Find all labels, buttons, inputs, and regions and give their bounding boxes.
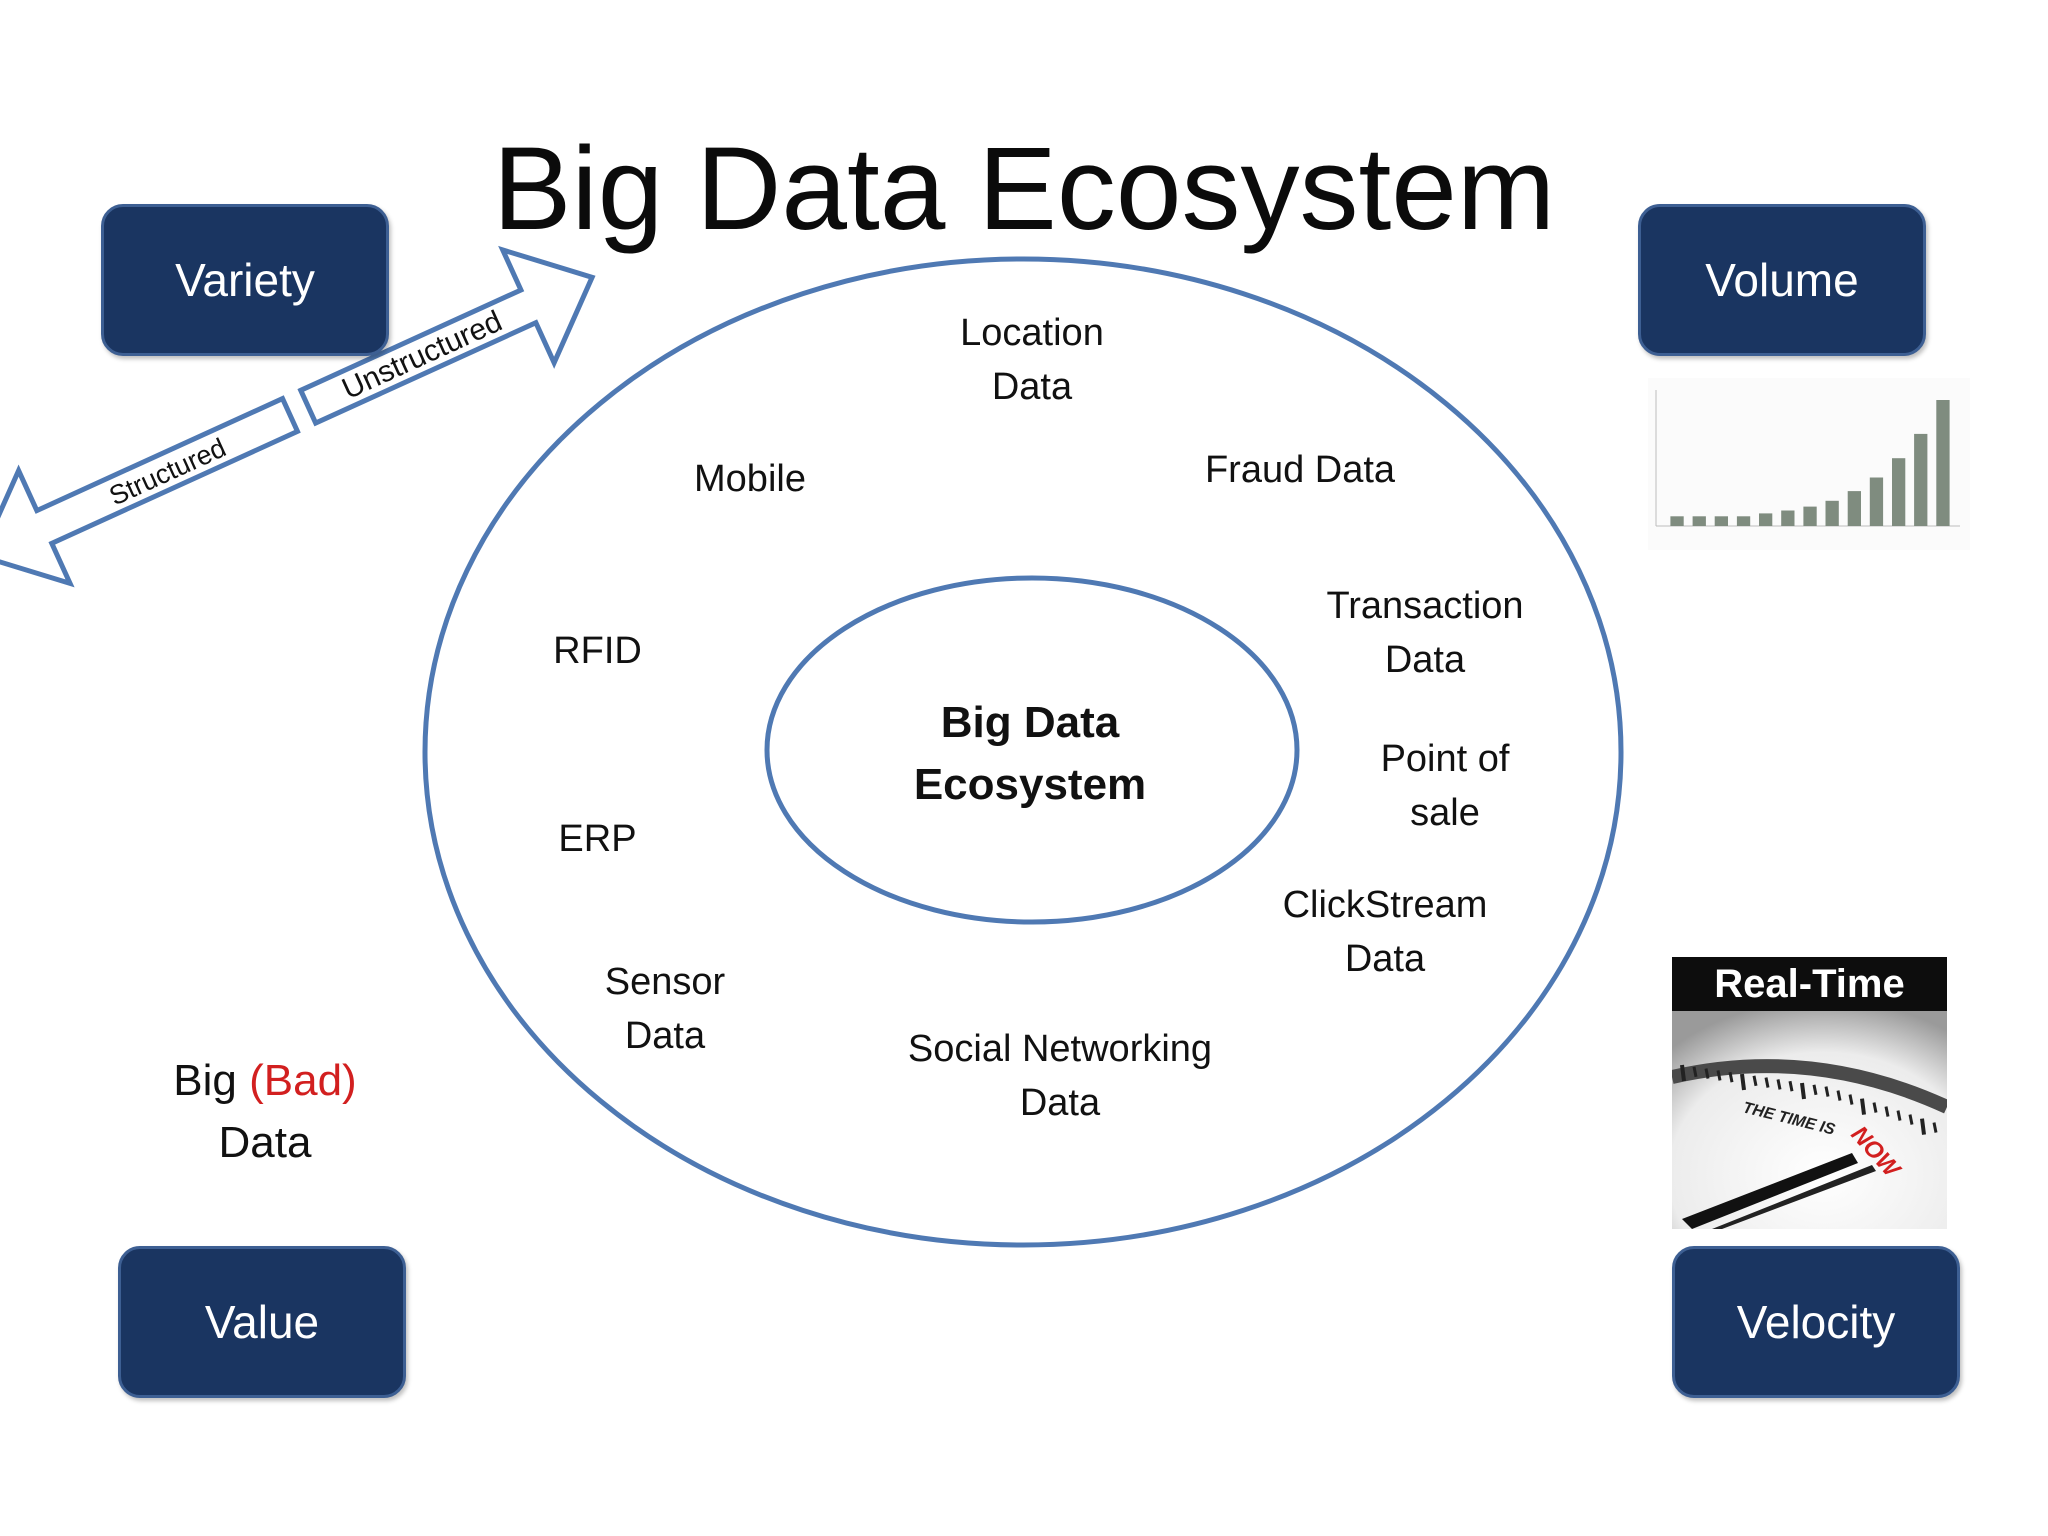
velocity-label: Velocity [1736,1296,1896,1348]
clock-tick [1728,1071,1734,1083]
source-clickstream-line-2: Data [1344,938,1426,980]
arrow-right-half [297,245,596,427]
source-erp: ERP [558,818,637,860]
big-bad-data-note: Big (Bad) Data [140,1050,390,1174]
clock-tick [1788,1080,1794,1092]
volume-bar [1692,516,1706,526]
big-bad-line-2: Data [218,1118,312,1167]
source-sensor-line-1: Sensor [604,961,726,1003]
clock-tick [1848,1094,1854,1105]
volume-bar [1781,510,1795,526]
source-transaction-data: Transaction Data [1300,579,1550,687]
volume-bar [1914,433,1928,526]
clock-tick [1896,1110,1902,1121]
volume-bar [1847,491,1861,526]
value-label: Value [204,1296,320,1348]
clock-tick [1908,1114,1914,1125]
volume-bar [1936,400,1950,526]
clock-hand-hour [1682,1153,1858,1229]
clock-tick [1884,1106,1890,1117]
source-social-line-2: Data [1019,1082,1101,1124]
source-mobile: Mobile [694,458,806,500]
big-bad-line-1: Big (Bad) [140,1050,390,1112]
source-pos-line-2: sale [1410,792,1480,834]
source-location-data: Location Data [932,306,1132,414]
clock-ticks [1680,1064,1938,1135]
clock-tick [1752,1075,1758,1087]
source-point-of-sale: Point of sale [1345,732,1545,840]
clock-tick [1872,1102,1878,1113]
value-box: Value [118,1246,406,1398]
source-location-line-1: Location [960,312,1104,354]
arrow-left-half [0,395,301,588]
source-location-line-2: Data [991,366,1073,408]
real-time-heading: Real-Time [1672,957,1947,1011]
velocity-box: Velocity [1672,1246,1960,1398]
source-transaction-line-2: Data [1384,639,1466,681]
volume-chart-thumbnail [1648,378,1970,550]
clock-tick [1764,1077,1770,1088]
clock-tick [1680,1064,1686,1082]
outer-ring [422,256,1624,1248]
source-sensor-data: Sensor Data [565,955,765,1063]
source-social-line-1: Social Networking [907,1028,1213,1070]
clock-tick [1692,1066,1698,1078]
clock-tick [1740,1073,1746,1091]
source-clickstream-data: ClickStream Data [1265,878,1505,986]
clock-face-graphic: THE TIME IS NOW [1672,1011,1947,1229]
clock-tick [1776,1079,1782,1090]
volume-bar [1670,516,1684,526]
source-fraud-data: Fraud Data [1204,449,1396,491]
volume-chart [1655,390,1960,527]
clock-tick [1932,1122,1938,1133]
clock-tick [1920,1118,1926,1135]
inner-ring [764,575,1300,925]
source-pos-line-1: Point of [1380,738,1510,780]
variety-box: Variety [101,204,389,356]
real-time-clock-image: Real-Time THE TIME IS NOW [1672,957,1947,1229]
clock-tick [1860,1098,1866,1115]
volume-bar [1714,516,1728,526]
page-title: Big Data Ecosystem [492,123,1556,255]
clock-tick [1800,1082,1806,1100]
clock-tick [1812,1084,1818,1096]
clock-hand-minute [1712,1165,1876,1229]
clock-tick [1836,1090,1842,1101]
volume-bar [1892,458,1906,526]
clock-tick [1824,1086,1830,1097]
center-line-1: Big Data [940,698,1120,747]
volume-bar [1759,513,1773,526]
bad-word: (Bad) [249,1056,357,1105]
volume-bar [1803,506,1817,526]
volume-box: Volume [1638,204,1926,356]
clock-tick [1716,1070,1722,1081]
source-transaction-line-1: Transaction [1326,585,1524,627]
center-line-2: Ecosystem [913,760,1147,809]
volume-bar [1736,516,1751,526]
volume-label: Volume [1705,254,1859,306]
source-social-networking-data: Social Networking Data [880,1022,1240,1130]
volume-bar [1825,500,1839,526]
volume-bar [1869,477,1884,526]
variety-label: Variety [175,254,315,306]
clock-tick [1704,1068,1710,1079]
source-rfid: RFID [553,630,642,672]
source-sensor-line-2: Data [624,1015,706,1057]
center-label: Big Data Ecosystem [880,692,1180,816]
source-clickstream-line-1: ClickStream [1282,884,1488,926]
big-word: Big [173,1056,237,1105]
